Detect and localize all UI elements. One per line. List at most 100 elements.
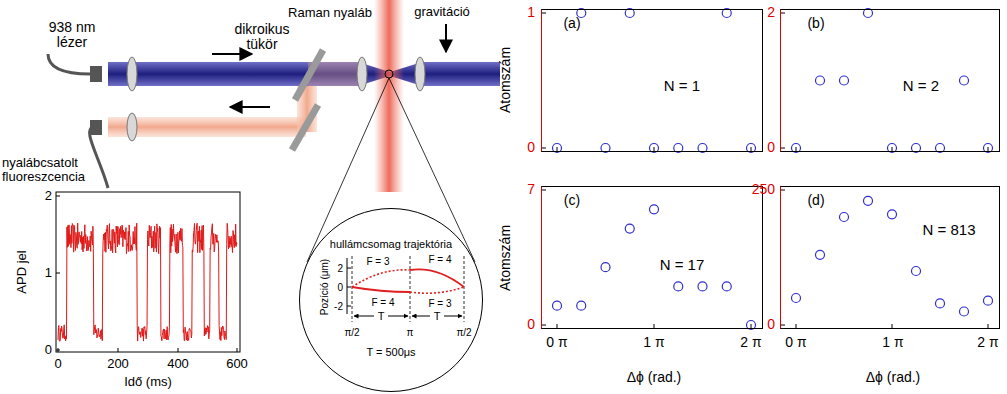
direction-arrow: [230, 106, 270, 108]
data-point: [888, 210, 897, 219]
data-point: [577, 301, 586, 310]
tick-label: 250: [752, 182, 775, 197]
data-point: [912, 267, 921, 276]
panel-letter: (d): [807, 193, 824, 208]
panel-letter: (b): [807, 16, 824, 31]
plot-panel: (d)N = 813: [780, 186, 1000, 329]
scatter: [541, 9, 756, 153]
fluorescence-beam: [108, 117, 306, 137]
tick-label: -2: [334, 301, 343, 312]
pulse-label: π: [407, 327, 414, 338]
mirror-label: dikroikus tükör: [226, 22, 298, 53]
optical-fiber: [90, 127, 108, 188]
plot-marks: [58, 9, 993, 342]
tick-marks: [780, 13, 988, 152]
plot-panel: (a) N = 1: [541, 9, 763, 152]
data-point: [840, 76, 849, 85]
data-point: [553, 301, 562, 310]
tick-label: 2 π: [740, 335, 761, 350]
apd-plot: [56, 192, 240, 352]
dichroic-mirror: [295, 50, 323, 100]
scatter: [541, 190, 756, 330]
tick-label: 600: [226, 357, 248, 371]
tick-label: 1 π: [882, 335, 903, 350]
duration-label: T = 500μs: [366, 346, 415, 358]
inset-plot: [347, 256, 464, 322]
atom-number: N = 17: [660, 257, 705, 274]
tick-label: 0: [527, 317, 535, 332]
state-label: F = 3: [366, 256, 389, 267]
optics: [48, 0, 500, 262]
gravity-arrow: [445, 24, 447, 52]
tick-label: 0: [337, 282, 343, 293]
beam-label: Raman nyaláb: [288, 6, 372, 20]
lens: [127, 113, 137, 141]
tick-label: 400: [167, 357, 189, 371]
tick-label: 1: [45, 266, 52, 280]
axis-title: Idő (ms): [124, 375, 172, 389]
gravity-label: gravitáció: [414, 5, 470, 19]
axis-title: Pozíció (μm): [319, 259, 330, 315]
interval-arrow: [388, 316, 408, 317]
atom-number: N = 1: [664, 78, 700, 95]
panel-letter: (a): [563, 16, 580, 31]
pulse-label: π/2: [456, 327, 471, 338]
atom-number: N = 2: [903, 78, 939, 95]
state-label: F = 4: [428, 254, 451, 265]
tick-label: 0: [45, 343, 52, 357]
atom-focus: [385, 70, 393, 78]
inset-title: hullámcsomag trajektória: [328, 238, 454, 250]
lens: [127, 57, 137, 91]
zoom-line: [307, 78, 389, 262]
tick-marks: [56, 196, 237, 352]
laser-label: 938 nm lézer: [46, 20, 98, 51]
data-point: [816, 250, 825, 259]
tick-label: 1 π: [643, 335, 664, 350]
axis: [347, 258, 351, 314]
tick-marks: [780, 190, 988, 329]
panel-letter: (c): [564, 193, 580, 208]
mirror: [292, 105, 318, 150]
interval-label: T: [434, 310, 441, 322]
tick-label: 7: [527, 182, 535, 197]
data-point: [816, 76, 825, 85]
state-label: F = 3: [428, 298, 451, 309]
tick-label: 0 π: [546, 335, 567, 350]
data-point: [864, 196, 873, 205]
tick-marks: [541, 13, 751, 152]
data-point: [650, 205, 659, 214]
tick-label: 1: [527, 5, 535, 20]
data-point: [936, 299, 945, 308]
data-point: [840, 213, 849, 222]
tick-label: 2: [45, 189, 52, 203]
state-label: F = 4: [371, 297, 394, 308]
plot-panel: (b) N = 2: [780, 9, 1000, 152]
data-point: [960, 307, 969, 316]
data-point: [722, 282, 731, 291]
axis-title: Δϕ (rad.): [627, 370, 682, 385]
fiber-connector: [90, 66, 102, 82]
data-point: [792, 294, 801, 303]
pulse-line: [352, 256, 464, 322]
tick-label: 0: [767, 317, 775, 332]
tick-label: 2 π: [977, 335, 998, 350]
trajectory: [410, 287, 464, 293]
plot-frame: [56, 192, 240, 352]
optical-fiber: [48, 54, 90, 74]
tick-label: 0 π: [785, 335, 806, 350]
data-point: [960, 76, 969, 85]
tick-marks: [541, 190, 751, 329]
lens: [357, 57, 367, 91]
trajectory: [352, 270, 410, 287]
interval-label: T: [378, 310, 385, 322]
interval-arrow: [354, 316, 374, 317]
trajectory: [410, 269, 464, 287]
trajectory: [352, 287, 410, 292]
tick-label: 200: [107, 357, 129, 371]
axis-title: Atomszám: [498, 225, 513, 291]
tick-label: 2: [767, 5, 775, 20]
circle-outline: [300, 209, 483, 392]
axis-title: Atomszám: [498, 47, 513, 113]
scatter: [780, 190, 993, 329]
zoom-line: [389, 78, 475, 262]
